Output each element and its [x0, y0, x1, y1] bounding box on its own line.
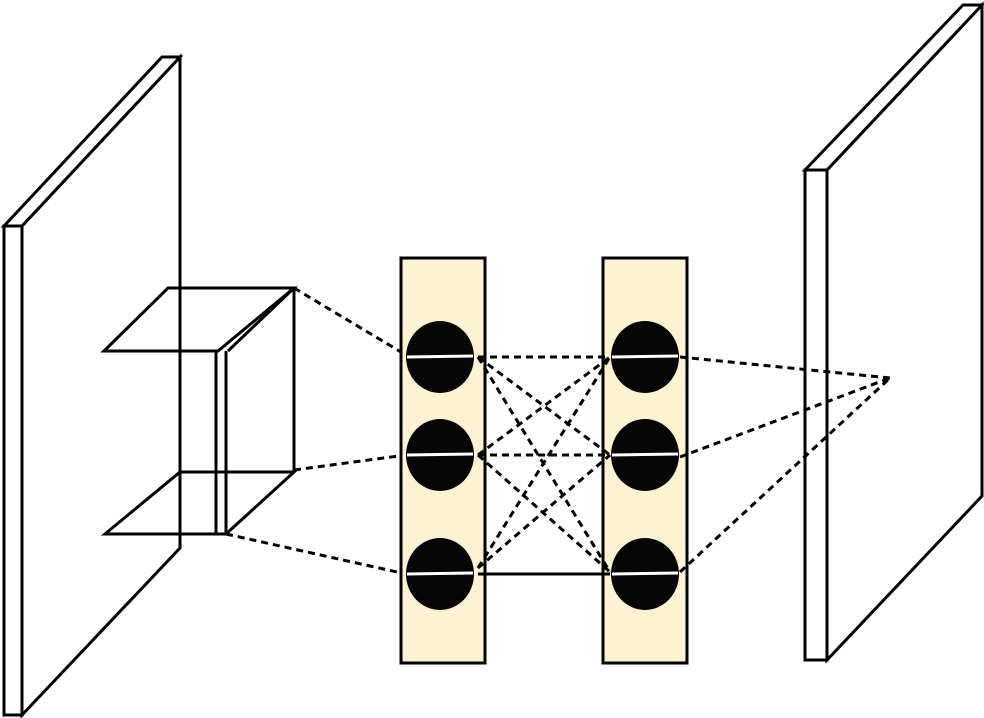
output-connections [678, 355, 892, 574]
neuron-divider [406, 354, 474, 359]
neuron-divider [611, 452, 679, 457]
nodes [406, 321, 679, 610]
hidden-connections [476, 355, 612, 576]
output-plane [801, 1, 984, 664]
neuron-divider [611, 354, 679, 359]
input-connections [225, 286, 407, 576]
input-plane [0, 53, 184, 718]
neuron-divider [406, 452, 474, 457]
neuron-divider [611, 571, 679, 576]
neuron-divider [406, 571, 474, 576]
